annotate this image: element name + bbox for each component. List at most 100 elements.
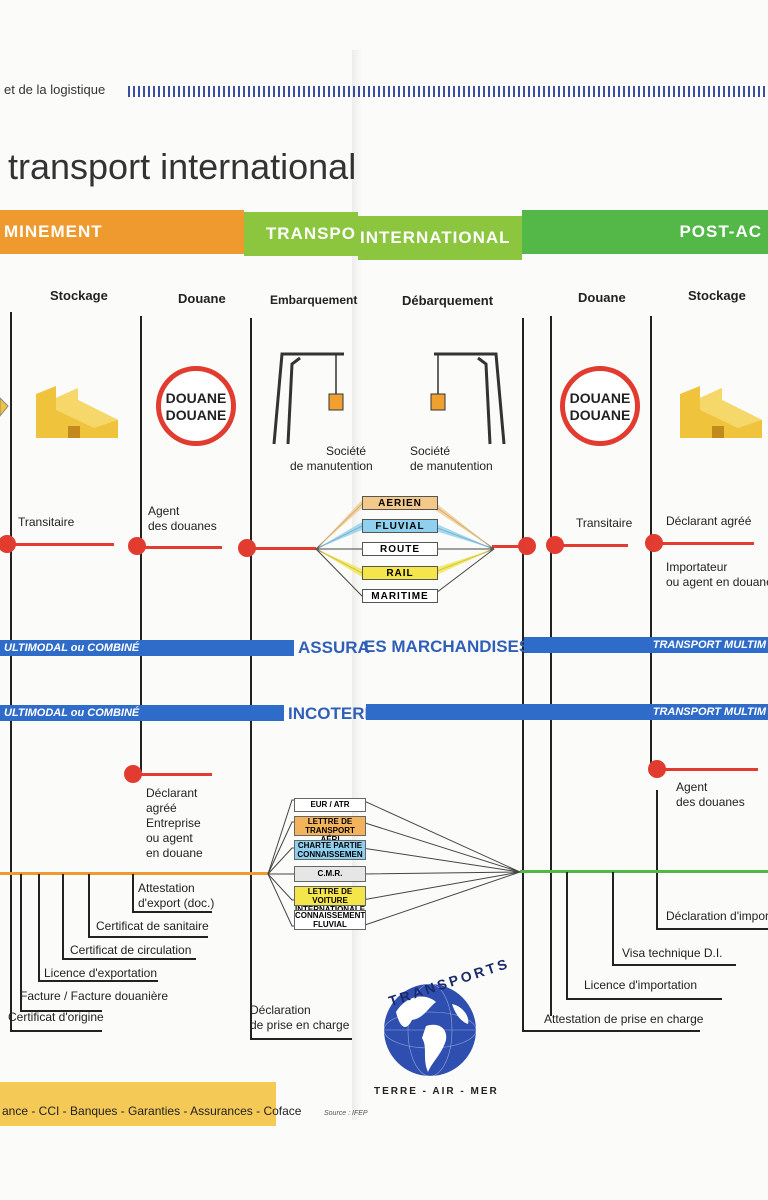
declarant-left-3: Entreprise [146, 816, 201, 830]
actor-line-5 [556, 544, 628, 547]
doc-lta: LETTRE DE TRANSPORT AÉRI [294, 816, 366, 844]
col-debarquement: Débarquement [402, 293, 494, 308]
mode-aerien: AERIEN [362, 496, 438, 510]
mode-fluvial: FLUVIAL [362, 519, 438, 533]
bracket-h [250, 1038, 352, 1040]
actor-dot [546, 536, 564, 554]
bar-assurance-center: ASSURA [298, 638, 370, 657]
doc-attestation-1: Attestation [138, 881, 195, 895]
col-embarquement: Embarquement [270, 293, 358, 307]
header-rule [128, 86, 768, 97]
vline-stockage-right-low [656, 790, 658, 930]
actor-dot [518, 537, 536, 555]
douane-sign-text-1: DOUANE [165, 390, 227, 406]
vline-embarquement [250, 318, 252, 1040]
actor-line-1 [0, 543, 114, 546]
doc-visa: Visa technique D.I. [622, 946, 723, 960]
bar-incoterm-right: TRANSPORT MULTIM [366, 704, 768, 720]
phase-main-right-band: INTERNATIONAL [358, 216, 522, 260]
doc-cmr: C.M.R. [294, 866, 366, 882]
actor-dot [0, 535, 16, 553]
bracket-v [20, 874, 22, 1012]
page-title: transport international [8, 146, 357, 187]
doc-lettre-voiture: LETTRE DE VOITURE INTERNATIONALE [294, 886, 366, 914]
doc-declaration-import: Déclaration d'import [666, 909, 768, 923]
doc-attestation-2: d'export (doc.) [138, 896, 215, 910]
bracket-h [62, 958, 196, 960]
doc-eur-atr: EUR / ATR [294, 798, 366, 812]
bracket-v [612, 872, 614, 966]
vline-1 [10, 312, 12, 1032]
logo-bottom-text: TERRE - AIR - MER [374, 1086, 499, 1097]
douane-sign-left: DOUANE DOUANE [156, 366, 236, 446]
actor-declarant-right: Déclarant agréé [666, 514, 752, 528]
doc-certificat-origine: Certificat d'origine [8, 1010, 104, 1024]
bracket-v [62, 874, 64, 958]
page-fold [352, 50, 362, 1120]
actor-line-6 [654, 542, 754, 545]
actor-agent-left-2: des douanes [148, 519, 217, 533]
doc-declaration-1: Déclaration [250, 1003, 311, 1017]
footer-partners: ance - CCI - Banques - Garanties - Assur… [2, 1104, 302, 1118]
agent-right-2: des douanes [676, 795, 745, 809]
doc-line-green [520, 870, 768, 873]
bar-assurance-right: TRANSPORT MULTIM [524, 637, 768, 653]
doc-licence-export: Licence d'exportation [44, 966, 158, 980]
crane-icon-right [430, 352, 506, 445]
bar-incoterm-center: INCOTERM [288, 704, 366, 723]
actor-line-2 [136, 546, 222, 549]
actor-importateur-2: ou agent en douane [666, 575, 768, 589]
declarant-left-2: agréé [146, 801, 177, 815]
mode-maritime: MARITIME [362, 589, 438, 603]
actor-agent-left-1: Agent [148, 504, 180, 518]
mode-rail: RAIL [362, 566, 438, 580]
vline-douane-right-a [550, 316, 552, 1016]
truncated-icon [0, 397, 9, 417]
bracket-h [522, 1030, 700, 1032]
declarant-left-4: ou agent [146, 831, 193, 845]
douane-sign-text-3: DOUANE [569, 390, 631, 406]
actor-importateur-1: Importateur [666, 560, 728, 574]
doc-connaissement-fluvial: CONNAISSEMENT FLUVIAL [294, 910, 366, 930]
doc-charte-partie: CHARTE PARTIE CONNAISSEMEN [294, 840, 366, 860]
declarant-left-1: Déclarant [146, 786, 198, 800]
phase-post-band: POST-AC [522, 210, 768, 254]
bracket-v [132, 874, 134, 912]
doc-certificat-sanitaire: Certificat de sanitaire [96, 919, 209, 933]
actor-line-low-right [656, 768, 758, 771]
declarant-left-5: en douane [146, 846, 203, 860]
douane-sign-text-4: DOUANE [569, 407, 631, 423]
bracket-h [38, 980, 158, 982]
bracket-v [566, 872, 568, 1000]
doc-line-orange [0, 872, 268, 875]
bar-assurance-left: ULTIMODAL ou COMBINÉ [0, 640, 294, 656]
bracket-h [656, 928, 768, 930]
globe-logo-icon [383, 983, 477, 1077]
doc-certificat-circulation: Certificat de circulation [70, 943, 192, 957]
doc-declaration-2: de prise en charge [250, 1018, 350, 1032]
bar-assurance-center-2: ES MARCHANDISES [364, 637, 531, 656]
warehouse-icon-right [680, 386, 762, 438]
bracket-h [132, 911, 212, 913]
header-subtitle: et de la logistique [4, 82, 106, 97]
crane-icon-left [272, 352, 344, 445]
bar-incoterm-left: ULTIMODAL ou COMBINÉ [0, 705, 284, 721]
actor-dot [238, 539, 256, 557]
actor-line-4 [492, 545, 532, 548]
col-douane-left: Douane [178, 291, 226, 306]
bracket-v [38, 874, 40, 980]
douane-sign-right: DOUANE DOUANE [560, 366, 640, 446]
bracket-h [10, 1030, 102, 1032]
footer-partners-box [0, 1082, 276, 1126]
phase-main-left-band: TRANSPO [244, 212, 358, 256]
actor-dot [648, 760, 666, 778]
phase-pre-band: MINEMENT [0, 210, 244, 254]
vline-debarquement [522, 318, 524, 1032]
actor-line-3 [248, 547, 316, 550]
actor-dot [645, 534, 663, 552]
col-stockage-left: Stockage [50, 288, 108, 303]
crane-left-label-2: de manutention [290, 459, 373, 473]
douane-sign-text-2: DOUANE [165, 407, 227, 423]
mode-route: ROUTE [362, 542, 438, 556]
